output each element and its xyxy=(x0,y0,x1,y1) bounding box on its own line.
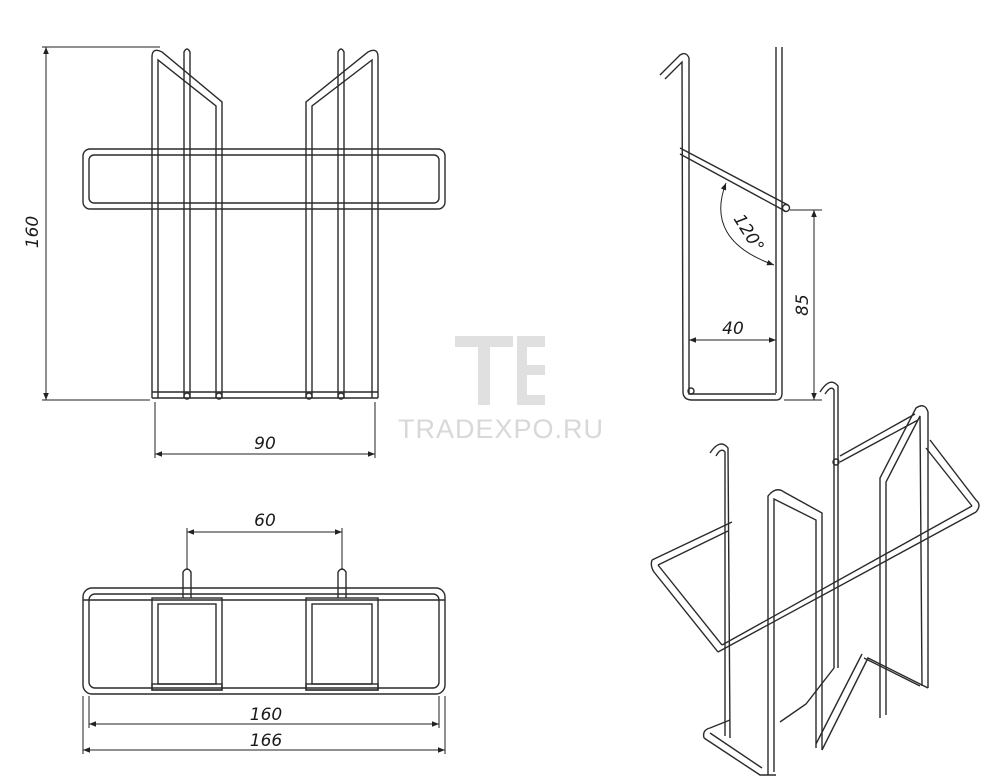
isometric-view xyxy=(650,381,980,776)
side-view-dimensions xyxy=(689,182,822,401)
side-depth-dim: 40 xyxy=(722,319,744,339)
hook-spacing-dim: 60 xyxy=(254,511,276,531)
angle-dim: 120° xyxy=(729,211,768,256)
front-view-dimensions xyxy=(42,46,376,458)
top-view xyxy=(82,568,446,695)
front-view xyxy=(82,48,446,400)
top-view-dimensions xyxy=(82,528,446,754)
watermark-text: TRADEXPO.RU xyxy=(398,414,604,444)
front-height-dim: 160 xyxy=(23,216,43,248)
outer-width-dim: 166 xyxy=(250,731,283,751)
front-width-dim: 90 xyxy=(254,434,276,454)
tradexpo-logo xyxy=(455,336,545,405)
side-view xyxy=(659,47,791,401)
inner-width-dim: 160 xyxy=(250,705,282,725)
side-height-dim: 85 xyxy=(793,294,813,316)
